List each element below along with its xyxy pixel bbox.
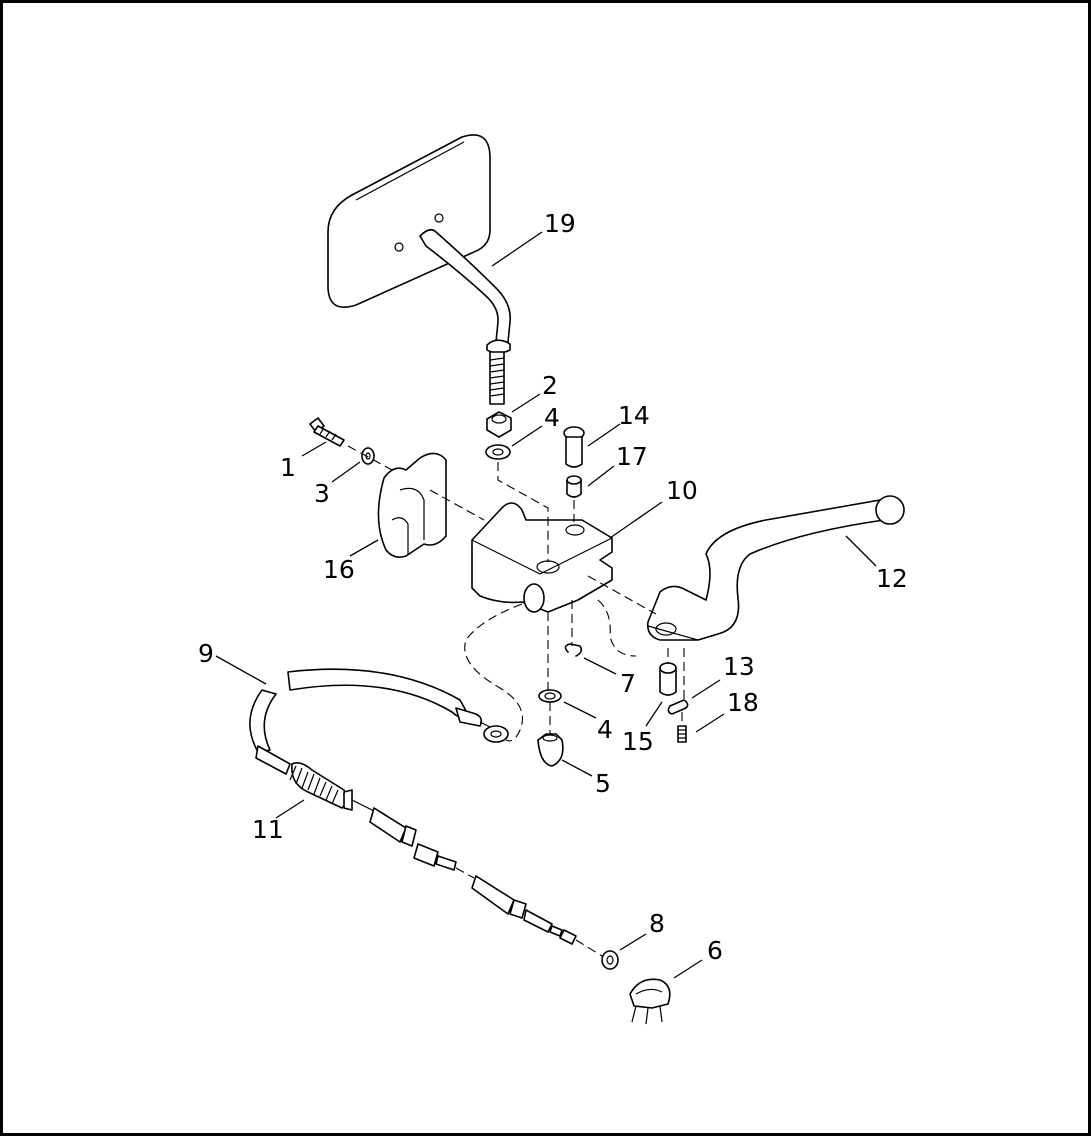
leader-lines bbox=[215, 231, 877, 979]
part-screw bbox=[309, 417, 345, 447]
callout-10: 10 bbox=[666, 476, 698, 505]
callout-14: 14 bbox=[618, 401, 650, 430]
part-acorn-nut bbox=[537, 733, 564, 767]
callout-9: 9 bbox=[198, 639, 214, 668]
part-set-screw bbox=[677, 725, 687, 743]
part-washer-cable bbox=[601, 950, 619, 970]
callout-12: 12 bbox=[876, 564, 908, 593]
callout-4-upper: 4 bbox=[544, 403, 560, 432]
callouts: 19 2 4 14 17 10 1 3 16 12 9 7 13 18 4 15… bbox=[198, 209, 908, 965]
callout-6: 6 bbox=[707, 936, 723, 965]
callout-4-lower: 4 bbox=[597, 715, 613, 744]
callout-15: 15 bbox=[622, 727, 654, 756]
part-lock-washer-lower bbox=[538, 689, 562, 703]
callout-5: 5 bbox=[595, 769, 611, 798]
callout-16: 16 bbox=[323, 555, 355, 584]
callout-7: 7 bbox=[620, 669, 636, 698]
callout-18: 18 bbox=[727, 688, 759, 717]
assembly-lines bbox=[347, 445, 685, 957]
callout-19: 19 bbox=[544, 209, 576, 238]
part-washer-small bbox=[361, 447, 375, 465]
part-cable-clip bbox=[629, 978, 671, 1025]
callout-3: 3 bbox=[314, 479, 330, 508]
callout-17: 17 bbox=[616, 442, 648, 471]
part-nut bbox=[486, 411, 512, 438]
callout-1: 1 bbox=[280, 453, 296, 482]
callout-8: 8 bbox=[649, 909, 665, 938]
part-bushing bbox=[566, 475, 582, 498]
part-lever-bracket bbox=[471, 502, 613, 613]
callout-13: 13 bbox=[723, 652, 755, 681]
part-pin bbox=[667, 699, 689, 715]
part-lock-washer-upper bbox=[485, 444, 511, 460]
part-lever bbox=[646, 495, 905, 641]
callout-2: 2 bbox=[542, 371, 558, 400]
part-pivot-pin bbox=[563, 426, 585, 468]
callout-11: 11 bbox=[252, 815, 284, 844]
part-retaining-ring bbox=[564, 643, 583, 657]
part-clamp bbox=[377, 452, 447, 558]
part-spacer bbox=[659, 662, 677, 696]
part-cable bbox=[249, 668, 577, 945]
part-mirror bbox=[327, 134, 512, 405]
